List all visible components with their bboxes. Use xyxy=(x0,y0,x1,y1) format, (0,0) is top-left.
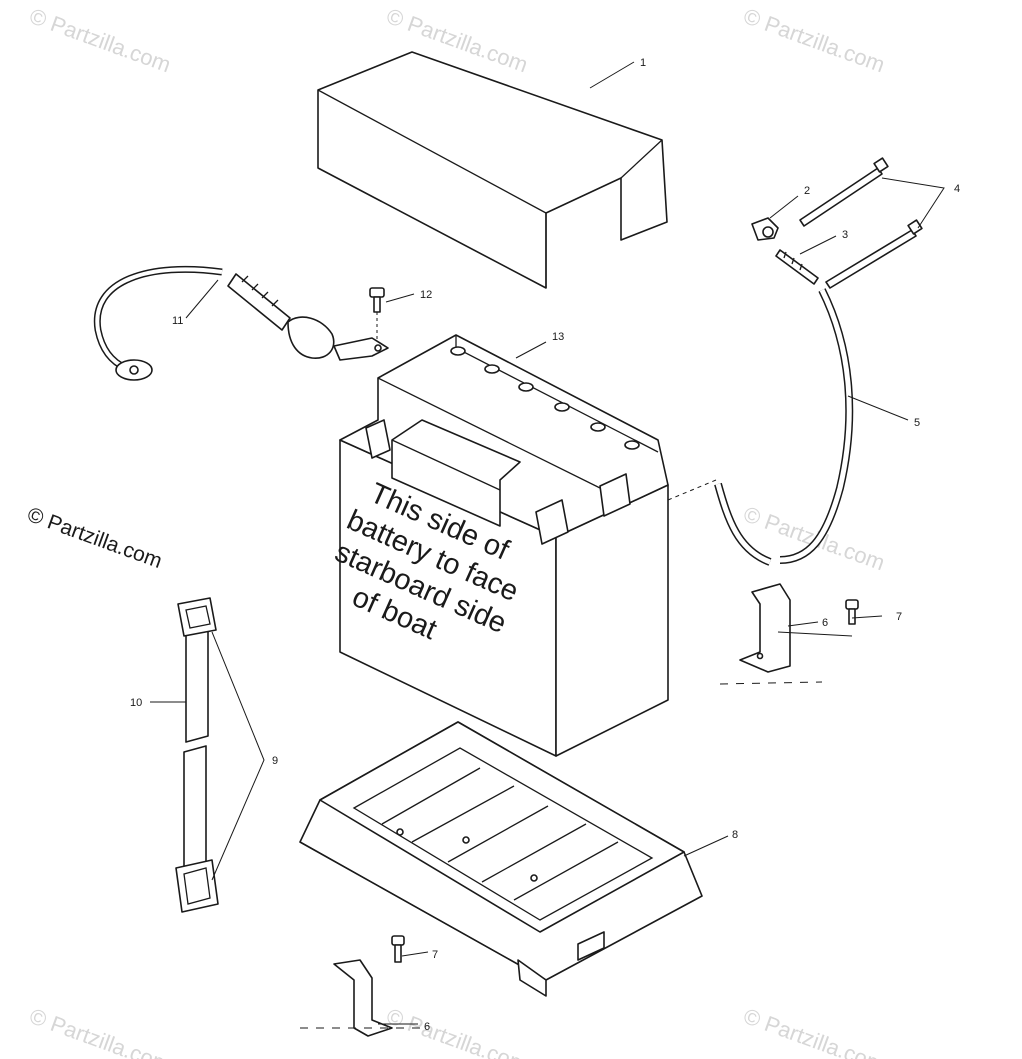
callout-7a: 7 xyxy=(896,611,902,623)
callout-6b: 6 xyxy=(424,1021,430,1033)
callout-5: 5 xyxy=(914,417,920,429)
callout-6a: 6 xyxy=(822,617,828,629)
battery xyxy=(339,334,669,757)
callout-12: 12 xyxy=(420,289,432,301)
watermark: © Partzilla.com xyxy=(740,501,888,575)
bracket-screw-lower xyxy=(391,935,405,963)
callout-8: 8 xyxy=(732,829,738,841)
watermark: © Partzilla.com xyxy=(26,3,174,77)
callout-13: 13 xyxy=(552,331,564,343)
watermark: © Partzilla.com xyxy=(740,1003,888,1059)
callout-4: 4 xyxy=(954,183,960,195)
watermark-dark: © Partzilla.com xyxy=(24,503,165,573)
battery-cable xyxy=(93,265,389,381)
battery-cover xyxy=(317,51,668,289)
callout-9: 9 xyxy=(272,755,278,767)
vent-hose xyxy=(667,288,854,566)
watermark: © Partzilla.com xyxy=(26,1003,174,1059)
hold-down-bracket xyxy=(719,583,823,685)
watermark: © Partzilla.com xyxy=(740,3,888,77)
watermark: © Partzilla.com xyxy=(383,1003,531,1059)
callout-7b: 7 xyxy=(432,949,438,961)
callout-2: 2 xyxy=(804,185,810,197)
battery-strap xyxy=(183,619,209,877)
terminal-bolt xyxy=(369,287,385,340)
strap-buckles xyxy=(175,597,219,913)
callout-10: 10 xyxy=(130,697,142,709)
callout-11: 11 xyxy=(172,315,183,327)
leader-lines xyxy=(150,61,945,1025)
callouts: 1 2 3 4 5 6 7 8 9 10 11 12 13 7 6 xyxy=(130,57,960,1033)
cable-ties xyxy=(799,157,923,289)
vent-fitting xyxy=(775,249,819,285)
callout-1: 1 xyxy=(640,57,646,69)
battery-tray xyxy=(299,721,703,997)
hold-down-bracket-lower xyxy=(300,959,420,1037)
bracket-screw xyxy=(845,599,859,625)
terminal-nut xyxy=(751,217,779,241)
callout-3: 3 xyxy=(842,229,848,241)
